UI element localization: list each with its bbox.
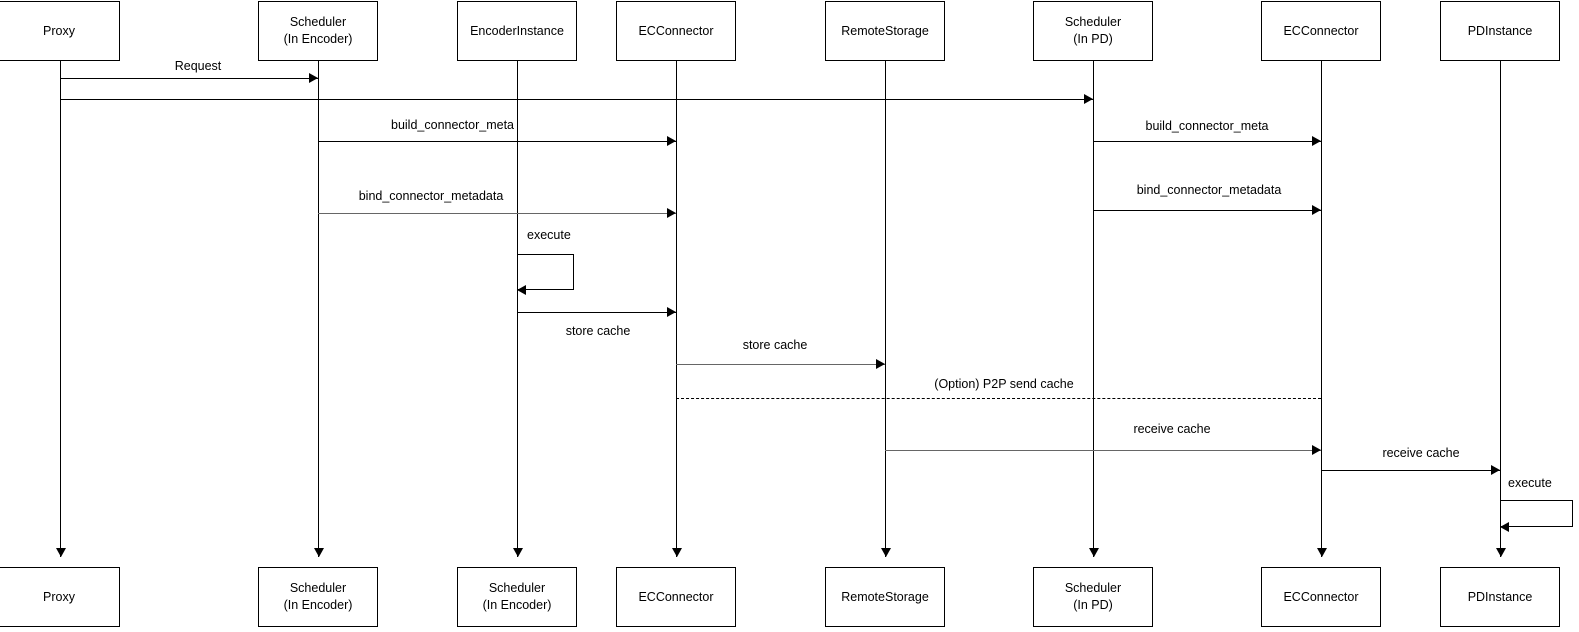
- message-line-m5: [318, 213, 676, 214]
- lifeline-pd_inst: [1500, 61, 1501, 557]
- participant-top-ec_conn_l[interactable]: ECConnector: [616, 1, 736, 61]
- message-label-m5: bind_connector_metadata: [358, 189, 504, 203]
- participant-label-line: RemoteStorage: [841, 23, 929, 38]
- message-arrowhead-m6: [1312, 205, 1321, 215]
- message-label-m10: receive cache: [1133, 422, 1211, 436]
- lifeline-encoder_inst: [517, 61, 518, 557]
- message-label-m6: bind_connector_metadata: [1136, 183, 1282, 197]
- lifeline-arrow-remote_store: [881, 548, 891, 557]
- participant-top-pd_inst[interactable]: PDInstance: [1440, 1, 1560, 61]
- self-message-loop-s1: [517, 254, 574, 290]
- message-line-m2: [60, 99, 1093, 100]
- participant-label-line: Scheduler: [1064, 581, 1122, 596]
- participant-label-line: RemoteStorage: [841, 589, 929, 604]
- participant-label-line: Scheduler: [289, 581, 347, 596]
- message-arrowhead-m7: [667, 307, 676, 317]
- participant-bottom-ec_conn_l[interactable]: ECConnector: [616, 567, 736, 627]
- participant-label-line: Scheduler: [289, 15, 347, 30]
- lifeline-arrow-ec_conn_l: [672, 548, 682, 557]
- lifeline-arrow-encoder_inst: [513, 548, 523, 557]
- participant-label-line: PDInstance: [1467, 589, 1533, 604]
- participant-top-encoder_inst[interactable]: EncoderInstance: [457, 1, 577, 61]
- self-message-label-s1: execute: [527, 228, 571, 242]
- message-line-m4: [1093, 141, 1321, 142]
- lifeline-sched_pd: [1093, 61, 1094, 557]
- participant-label-line: (In PD): [1073, 32, 1113, 46]
- participant-label-line: (In Encoder): [283, 598, 353, 612]
- message-line-m11: [1321, 470, 1500, 471]
- message-line-m6: [1093, 210, 1321, 211]
- participant-bottom-encoder_inst[interactable]: Scheduler (In Encoder): [457, 567, 577, 627]
- participant-top-sched_enc[interactable]: Scheduler (In Encoder): [258, 1, 378, 61]
- lifeline-arrow-sched_enc: [314, 548, 324, 557]
- participant-label-line: (In Encoder): [482, 598, 552, 612]
- self-message-arrowhead-s1: [517, 285, 526, 295]
- lifeline-arrow-pd_inst: [1496, 548, 1506, 557]
- participant-top-remote_store[interactable]: RemoteStorage: [825, 1, 945, 61]
- participant-label-line: ECConnector: [638, 23, 714, 38]
- participant-label-line: Scheduler: [1064, 15, 1122, 30]
- participant-bottom-remote_store[interactable]: RemoteStorage: [825, 567, 945, 627]
- participant-label-line: Proxy: [43, 589, 75, 604]
- message-arrowhead-m5: [667, 208, 676, 218]
- message-arrowhead-m3: [667, 136, 676, 146]
- message-arrowhead-m10: [1312, 445, 1321, 455]
- lifeline-sched_enc: [318, 61, 319, 557]
- participant-label-line: (In Encoder): [283, 32, 353, 46]
- participant-label-line: ECConnector: [1283, 23, 1359, 38]
- message-line-m3: [318, 141, 676, 142]
- participant-label-line: Scheduler: [488, 581, 546, 596]
- participant-label-line: Proxy: [43, 23, 75, 38]
- participant-label-line: (In PD): [1073, 598, 1113, 612]
- lifeline-arrow-ec_conn_r: [1317, 548, 1327, 557]
- message-line-m8: [676, 364, 885, 365]
- message-line-m10: [885, 450, 1321, 451]
- message-label-m1: Request: [174, 59, 222, 73]
- lifeline-remote_store: [885, 61, 886, 557]
- participant-bottom-ec_conn_r[interactable]: ECConnector: [1261, 567, 1381, 627]
- participant-top-sched_pd[interactable]: Scheduler (In PD): [1033, 1, 1153, 61]
- self-message-label-s2: execute: [1508, 476, 1552, 490]
- message-label-m7: store cache: [565, 324, 631, 338]
- lifeline-ec_conn_l: [676, 61, 677, 557]
- message-line-m1: [60, 78, 318, 79]
- message-label-m11: receive cache: [1382, 446, 1460, 460]
- self-message-loop-s2: [1500, 500, 1573, 527]
- self-message-arrowhead-s2: [1500, 522, 1509, 532]
- message-label-m3: build_connector_meta: [391, 118, 514, 132]
- participant-label-line: PDInstance: [1467, 23, 1533, 38]
- participant-top-ec_conn_r[interactable]: ECConnector: [1261, 1, 1381, 61]
- message-arrowhead-m4: [1312, 136, 1321, 146]
- lifeline-proxy: [60, 61, 61, 557]
- participant-bottom-proxy[interactable]: Proxy: [0, 567, 120, 627]
- message-arrowhead-m2: [1084, 94, 1093, 104]
- message-label-m8: store cache: [742, 338, 808, 352]
- message-line-m9: [676, 398, 1321, 399]
- message-label-m4: build_connector_meta: [1145, 119, 1269, 133]
- message-arrowhead-m11: [1491, 465, 1500, 475]
- participant-label-line: ECConnector: [638, 589, 714, 604]
- participant-top-proxy[interactable]: Proxy: [0, 1, 120, 61]
- message-line-m7: [517, 312, 676, 313]
- participant-bottom-sched_enc[interactable]: Scheduler (In Encoder): [258, 567, 378, 627]
- lifeline-arrow-proxy: [56, 548, 66, 557]
- participant-bottom-sched_pd[interactable]: Scheduler (In PD): [1033, 567, 1153, 627]
- participant-bottom-pd_inst[interactable]: PDInstance: [1440, 567, 1560, 627]
- message-label-m9: (Option) P2P send cache: [934, 377, 1074, 391]
- message-arrowhead-m8: [876, 359, 885, 369]
- message-arrowhead-m1: [309, 73, 318, 83]
- lifeline-arrow-sched_pd: [1089, 548, 1099, 557]
- lifeline-ec_conn_r: [1321, 61, 1322, 557]
- participant-label-line: ECConnector: [1283, 589, 1359, 604]
- participant-label-line: EncoderInstance: [470, 23, 564, 38]
